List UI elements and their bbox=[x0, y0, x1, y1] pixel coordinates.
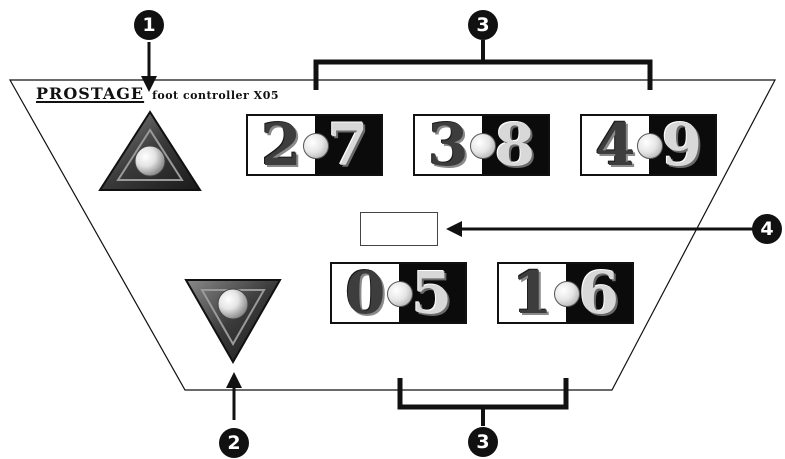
switch-knob bbox=[554, 281, 580, 307]
switch-4-9[interactable]: 4 9 bbox=[580, 114, 717, 176]
switch-1-6[interactable]: 1 6 bbox=[497, 262, 634, 324]
brand-model: foot controller X05 bbox=[152, 89, 279, 102]
switch-knob bbox=[303, 133, 329, 159]
callout-1: 1 bbox=[134, 10, 164, 40]
brand-label: PROSTAGE foot controller X05 bbox=[36, 84, 279, 103]
switch-knob bbox=[387, 281, 413, 307]
callout-4: 4 bbox=[752, 214, 782, 244]
callout-3-bottom: 3 bbox=[468, 427, 498, 457]
switch-0-5[interactable]: 0 5 bbox=[330, 262, 467, 324]
switch-3-8[interactable]: 3 8 bbox=[413, 114, 550, 176]
lcd-display bbox=[360, 212, 438, 246]
brand-name: PROSTAGE bbox=[36, 84, 144, 103]
callout-3-top: 3 bbox=[468, 10, 498, 40]
switch-knob bbox=[470, 133, 496, 159]
switch-knob bbox=[637, 133, 663, 159]
switch-2-7[interactable]: 2 7 bbox=[246, 114, 383, 176]
callout-2: 2 bbox=[219, 428, 249, 458]
